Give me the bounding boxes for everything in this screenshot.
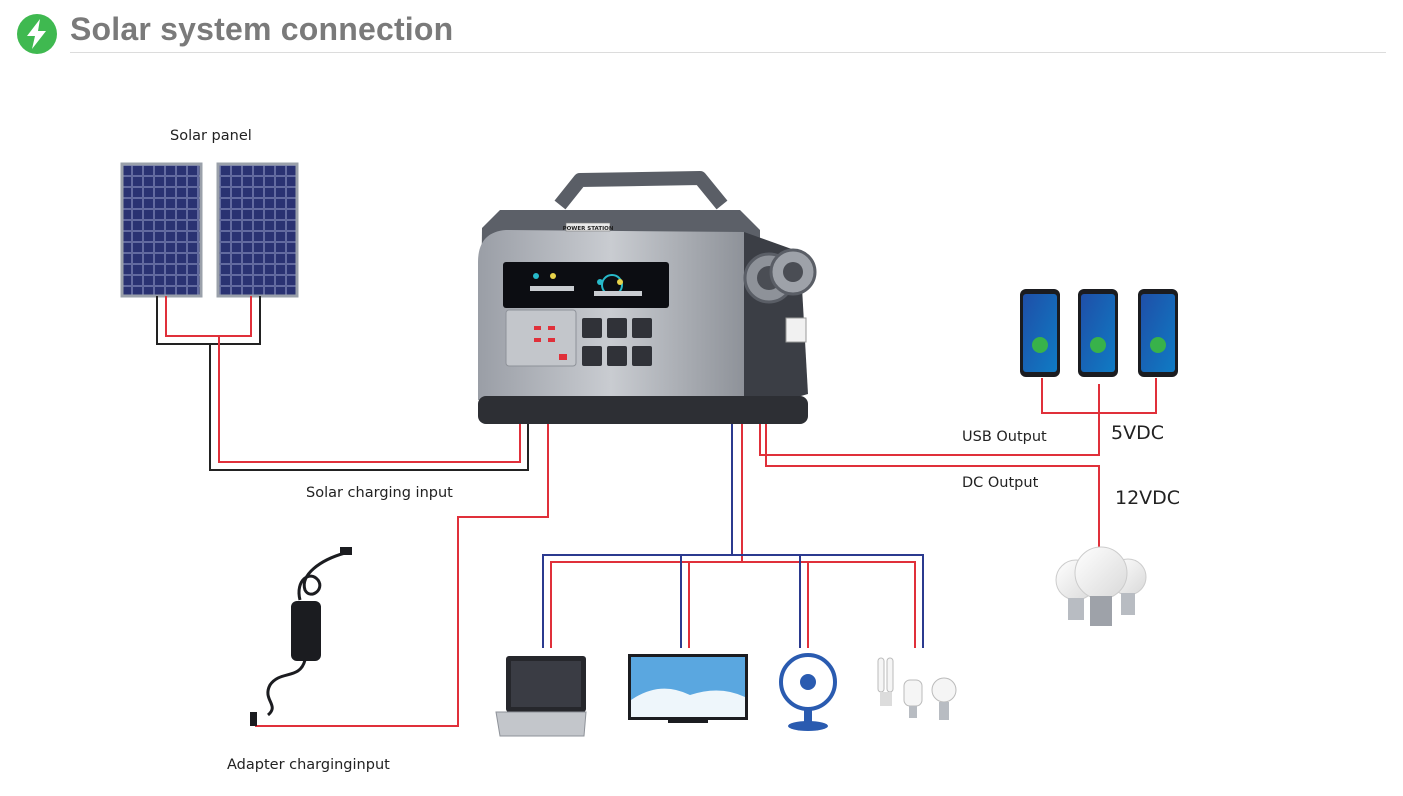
usb-output-label: USB Output: [962, 429, 1047, 445]
desk-fan-icon: [779, 653, 837, 731]
lamps-icon: [877, 657, 957, 720]
power-adapter-icon: [250, 547, 352, 726]
solar-charging-input-label: Solar charging input: [306, 485, 453, 501]
smartphones: [1020, 289, 1178, 377]
led-bulbs-icon: [1055, 546, 1147, 626]
laptop-icon: [495, 656, 587, 737]
dc-voltage-label: 12VDC: [1115, 487, 1181, 509]
adapter-charging-input-label: Adapter charginginput: [227, 757, 390, 773]
dc-output-label: DC Output: [962, 475, 1039, 491]
adapter-wire: [255, 408, 549, 727]
solar-panel-right: [216, 162, 299, 298]
power-station: POWER STATION: [478, 171, 817, 424]
solar-panel-left: [120, 162, 203, 298]
title-divider: [70, 52, 1386, 53]
television-icon: [628, 654, 748, 723]
cooling-fan-icon: [743, 248, 817, 304]
dc-usb-wiring: [759, 378, 1157, 560]
solar-panel-label: Solar panel: [170, 128, 252, 144]
solar-wiring: [156, 296, 529, 471]
ac-output-wiring: [542, 418, 924, 648]
device-brand-label: POWER STATION: [563, 226, 614, 232]
usb-voltage-label: 5VDC: [1111, 422, 1164, 444]
lightning-bolt-icon: [17, 14, 57, 54]
page-title: Solar system connection: [70, 11, 454, 47]
